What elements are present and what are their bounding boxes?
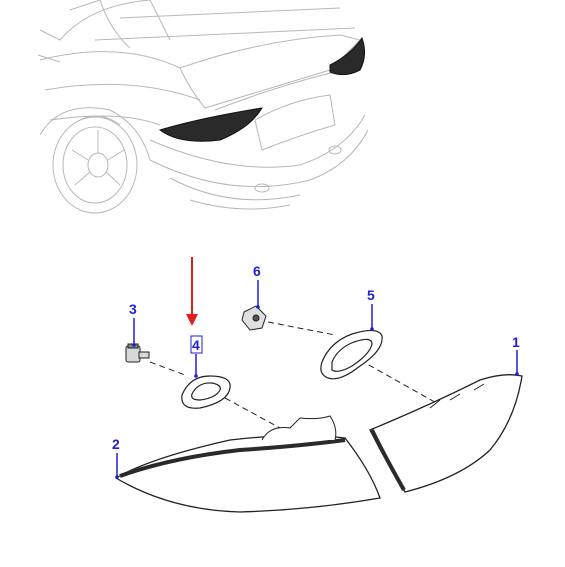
callout-4[interactable]: 4 (190, 335, 203, 378)
callout-label-2: 2 (112, 436, 120, 452)
callout-label-4: 4 (192, 337, 200, 353)
callout-label-3: 3 (129, 301, 137, 317)
vehicle-lamps (158, 36, 366, 142)
part-1-quarter-lamp (369, 374, 523, 493)
callout-label-1: 1 (512, 334, 520, 350)
leader-dot-3 (132, 343, 136, 347)
vehicle-rear-overview (37, 0, 369, 214)
assembly-lines (149, 321, 441, 429)
callout-6[interactable]: 6 (253, 263, 261, 309)
leader-dot-6 (256, 305, 260, 309)
leader-dot-5 (370, 327, 374, 331)
part-2-lid-lamp (114, 415, 381, 513)
leader-dot-2 (115, 475, 119, 479)
vehicle-left-lamp (158, 107, 263, 142)
callout-label-6: 6 (253, 263, 261, 279)
callout-2[interactable]: 2 (112, 436, 120, 479)
part-3-bulb-socket (125, 343, 150, 363)
vehicle-right-lamp (329, 36, 366, 76)
leader-dot-1 (515, 372, 519, 376)
callout-3[interactable]: 3 (129, 301, 137, 347)
callout-5[interactable]: 5 (367, 287, 375, 331)
callout-4-highlight-box (190, 335, 203, 354)
callout-1[interactable]: 1 (512, 334, 520, 376)
callout-label-5: 5 (367, 287, 375, 303)
part-5-seal (320, 329, 383, 380)
leader-dot-4 (194, 374, 198, 378)
part-6-clip (241, 305, 267, 331)
highlight-arrow (186, 257, 198, 326)
part-4-gasket (181, 375, 231, 409)
